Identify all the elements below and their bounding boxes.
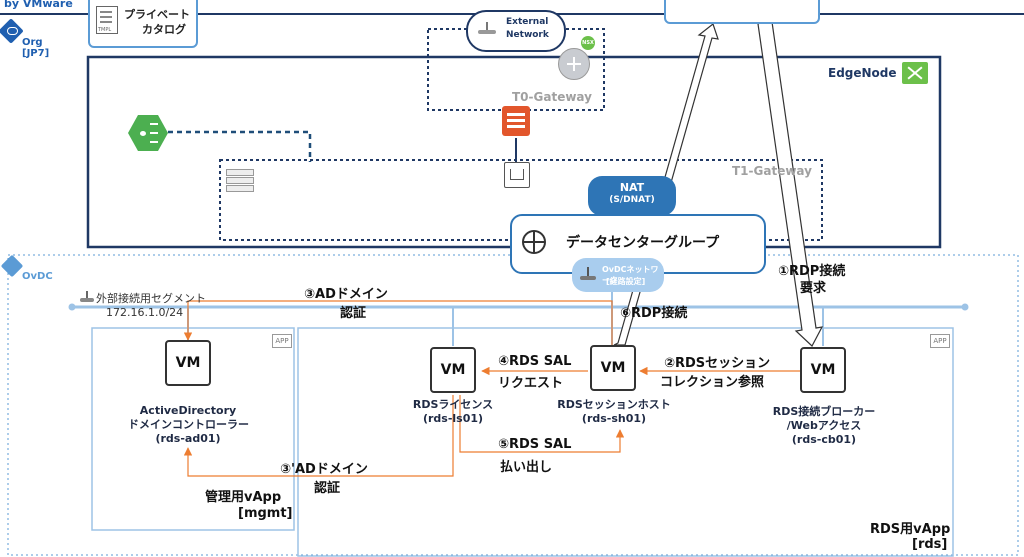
catalog-label-2: カタログ (142, 23, 186, 36)
step3b-line2: 認証 (314, 481, 341, 496)
org-label: Org (22, 37, 43, 48)
rds-app-badge: APP (930, 334, 950, 348)
mgmt-vapp-line1: 管理用vApp (205, 490, 282, 505)
segment-icon (80, 291, 94, 303)
vm-cb-label: RDS接続ブローカー /Webアクセス (rds-cb01) (772, 405, 876, 446)
cloud-icon (7, 27, 18, 35)
step3-line1: ③ADドメイン (304, 287, 388, 302)
arrow-ad-auth-ls (183, 395, 454, 477)
brand-text: by VMware (4, 0, 73, 10)
nsx-badge: NSX (581, 36, 595, 50)
private-catalog[interactable]: TMPL プライベート カタログ (88, 0, 198, 48)
edgenode-label: EdgeNode (828, 66, 897, 80)
ovdc-network-line1: OvDCネットワーク (602, 265, 659, 285)
network-hub-icon (128, 115, 168, 151)
vm-sh-label: RDSセッションホスト (rds-sh01) (557, 398, 671, 425)
nat-line2: (S/DNAT) (609, 195, 655, 205)
nat-badge[interactable]: NAT (S/DNAT) (588, 176, 676, 216)
external-network[interactable]: External Network (466, 10, 566, 52)
arrow-sal-issue (459, 395, 625, 453)
segment-cidr: 172.16.1.0/24 (106, 306, 184, 319)
step6-line1: ⑥RDP接続 (620, 306, 688, 321)
ovdc-network-icon (580, 267, 596, 281)
ovdc-network-line2: [経路設定] (606, 277, 646, 286)
step2-line2: コレクション参照 (660, 375, 765, 390)
datacenter-group-label: データセンターグループ (566, 235, 720, 251)
t0-gateway-label: T0-Gateway (512, 90, 592, 104)
step1-line1: ①RDP接続 (778, 264, 846, 279)
mgmt-app-badge: APP (272, 334, 292, 348)
vm-cb[interactable]: VM (800, 347, 846, 393)
edgenode-icon (902, 62, 928, 84)
t1-gateway-box (219, 159, 823, 241)
router-icon (478, 22, 496, 36)
step5-line1: ⑤RDS SAL (498, 437, 572, 452)
crosshair-icon (522, 230, 546, 254)
mgmt-vapp-line2: [mgmt] (238, 506, 293, 521)
rds-vapp-line1: RDS用vApp (870, 522, 951, 537)
step1-line2: 要求 (800, 281, 827, 296)
load-balancer-icon (226, 167, 254, 192)
org-code: [JP7] (22, 48, 50, 59)
catalog-label-1: プライベート (124, 8, 190, 21)
vm-ls[interactable]: VM (430, 347, 476, 393)
client-box (664, 0, 820, 24)
t0-router-icon (558, 48, 590, 80)
external-network-line2: Network (506, 30, 549, 40)
external-network-line1: External (506, 17, 549, 27)
t1-router-icon (504, 162, 530, 188)
arrow-rdp-request (757, 21, 824, 347)
step3b-line1: ③'ADドメイン (280, 462, 368, 477)
catalog-icon: TMPL (96, 6, 118, 34)
vm-sh[interactable]: VM (590, 345, 636, 391)
step4-line2: リクエスト (498, 376, 564, 391)
step3-line2: 認証 (340, 306, 367, 321)
vm-ls-label: RDSライセンス (rds-ls01) (412, 398, 494, 425)
t1-gateway-label: T1-Gateway (732, 164, 812, 178)
step4-line1: ④RDS SAL (498, 354, 572, 369)
rds-vapp-line2: [rds] (912, 537, 948, 552)
ovdc-label: OvDC (22, 271, 53, 282)
mgmt-vapp-box (91, 327, 295, 531)
segment-name: 外部接続用セグメント (96, 292, 206, 305)
ovdc-network[interactable]: OvDCネットワーク [経路設定] (572, 258, 664, 292)
arrow-ad-auth (183, 300, 613, 345)
firewall-icon (502, 106, 530, 136)
vm-ad-label: ActiveDirectory ドメインコントローラー (rds-ad01) (128, 404, 249, 445)
green-icon-link (168, 130, 312, 162)
step2-line1: ②RDSセッション (664, 356, 771, 371)
vm-ad[interactable]: VM (165, 340, 211, 386)
nat-line1: NAT (619, 181, 645, 194)
step5-line2: 払い出し (500, 460, 553, 475)
